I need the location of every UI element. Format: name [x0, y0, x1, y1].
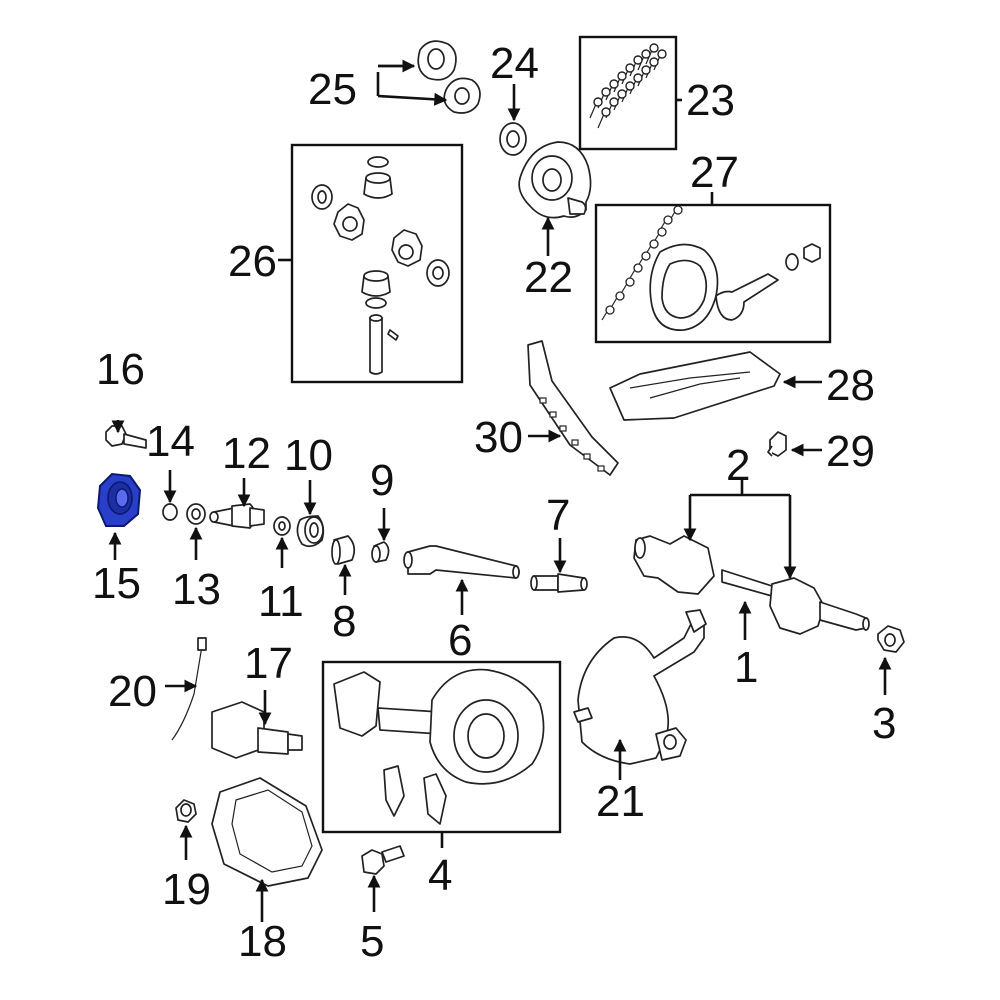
callout-30: 30: [474, 413, 523, 462]
callout-16: 16: [96, 345, 145, 394]
part-29-bolt: [767, 431, 787, 457]
part-16-bolt: [105, 425, 147, 449]
part-18-cover: [211, 777, 323, 887]
callout-20: 20: [108, 667, 157, 716]
part-17-actuator: [211, 701, 303, 759]
callout-15: 15: [92, 559, 141, 608]
part-8-bearing: [331, 535, 356, 565]
callout-2: 2: [726, 441, 750, 490]
part-20-sensor-wire: [171, 637, 207, 741]
part-19-plug: [175, 799, 197, 823]
part-11-washer: [273, 516, 291, 536]
callout-18: 18: [238, 917, 287, 966]
callout-28: 28: [826, 361, 875, 410]
callout-21: 21: [596, 777, 645, 826]
part-27-ring-and-pinion: [601, 205, 821, 331]
callout-9: 9: [370, 456, 394, 505]
callout-3: 3: [872, 699, 896, 748]
part-12-stub-shaft: [209, 503, 265, 529]
callout-labels: 1 2 3 4 5 6 7 8 9 10 11 12 13 14 15 16 1…: [92, 39, 896, 966]
part-7-intermediate-shaft: [530, 573, 588, 593]
part-3-nut: [877, 625, 905, 653]
part-24-washer: [499, 122, 527, 156]
callout-11: 11: [258, 577, 304, 626]
part-30-bracket: [527, 340, 619, 476]
callout-13: 13: [172, 565, 221, 614]
callout-6: 6: [448, 616, 472, 665]
leader-lines: [108, 59, 892, 922]
callout-22: 22: [524, 253, 573, 302]
callout-4: 4: [428, 851, 452, 900]
part-6-axle-shaft: [403, 545, 520, 579]
part-15-highlighted-hub: [96, 472, 142, 527]
callout-26: 26: [228, 237, 277, 286]
part-14-clip: [162, 503, 178, 521]
part-5-bolt: [361, 845, 405, 875]
callout-29: 29: [826, 427, 875, 476]
part-1-cv-axle: [633, 535, 870, 635]
callout-10: 10: [284, 431, 333, 480]
callout-27: 27: [690, 148, 739, 197]
callout-5: 5: [360, 917, 384, 966]
callout-14: 14: [146, 417, 195, 466]
part-10-seal: [296, 515, 325, 548]
callout-1: 1: [734, 643, 758, 692]
part-22-differential-case: [518, 141, 592, 219]
part-21-differential-housing: [573, 609, 707, 765]
callout-25: 25: [308, 65, 357, 114]
part-9-bushing: [371, 541, 390, 563]
part-28-skid-plate: [609, 351, 781, 421]
part-13-washer: [186, 503, 206, 525]
callout-7: 7: [546, 491, 570, 540]
callout-19: 19: [162, 865, 211, 914]
callout-23: 23: [686, 76, 735, 125]
callout-24: 24: [490, 39, 539, 88]
callout-17: 17: [244, 639, 293, 688]
part-26-differential-gears: [311, 156, 450, 375]
callout-12: 12: [222, 429, 271, 478]
part-4-axle-housing: [333, 668, 545, 825]
part-25-bearings: [417, 40, 481, 114]
part-23-bolts: [589, 43, 667, 129]
callout-8: 8: [332, 597, 356, 646]
